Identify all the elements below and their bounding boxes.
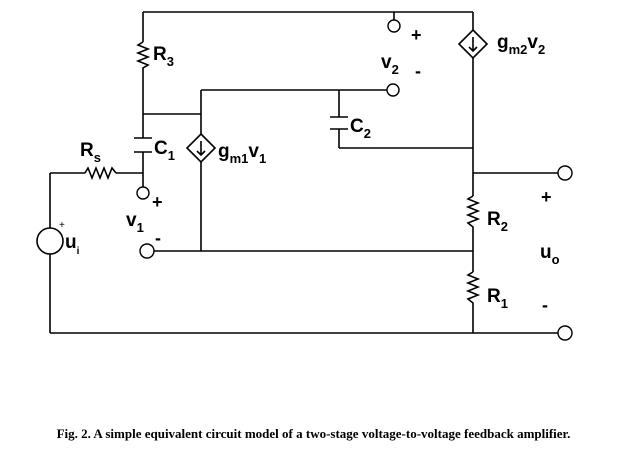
label-v1: v1 [126, 210, 144, 235]
resistor-r3 [135, 41, 151, 72]
label-rs: Rs [80, 140, 101, 165]
sign-ui-plus: + [59, 220, 65, 231]
terminal-v1-minus [139, 243, 155, 259]
current-source-gm1 [185, 132, 217, 164]
terminal-v1-plus [136, 186, 150, 200]
wires [49, 11, 559, 334]
sign-v1-minus: - [155, 228, 161, 248]
sign-v2-plus: + [411, 25, 422, 45]
resistor-rs [84, 165, 117, 181]
sign-v2-minus: - [415, 61, 421, 81]
figure-caption: Fig. 2. A simple equivalent circuit mode… [56, 426, 571, 441]
label-r2: R2 [487, 209, 508, 234]
label-c2: C2 [350, 116, 371, 141]
terminal-uo-top [557, 165, 573, 181]
label-gm2: gm2v2 [497, 32, 545, 57]
current-source-gm2 [457, 28, 489, 60]
sign-v1-plus: + [152, 192, 163, 212]
capacitor-c1 [134, 137, 152, 153]
label-uo: uo [540, 242, 560, 267]
label-gm1: gm1v1 [218, 141, 266, 166]
label-v2: v2 [381, 52, 399, 77]
label-c1: C1 [154, 138, 175, 163]
voltage-source-ui [36, 227, 64, 255]
label-r1: R1 [487, 286, 508, 311]
sign-uo-minus: - [542, 295, 548, 315]
resistor-r1 [465, 271, 481, 306]
label-ui: ui [65, 232, 80, 257]
label-r3: R3 [153, 44, 174, 69]
terminal-uo-bottom [557, 325, 573, 341]
capacitor-c2 [330, 116, 348, 130]
sign-uo-plus: + [541, 187, 552, 207]
terminal-v2-plus [387, 19, 401, 33]
resistor-r2 [465, 195, 481, 230]
terminal-v2-minus [386, 83, 400, 97]
